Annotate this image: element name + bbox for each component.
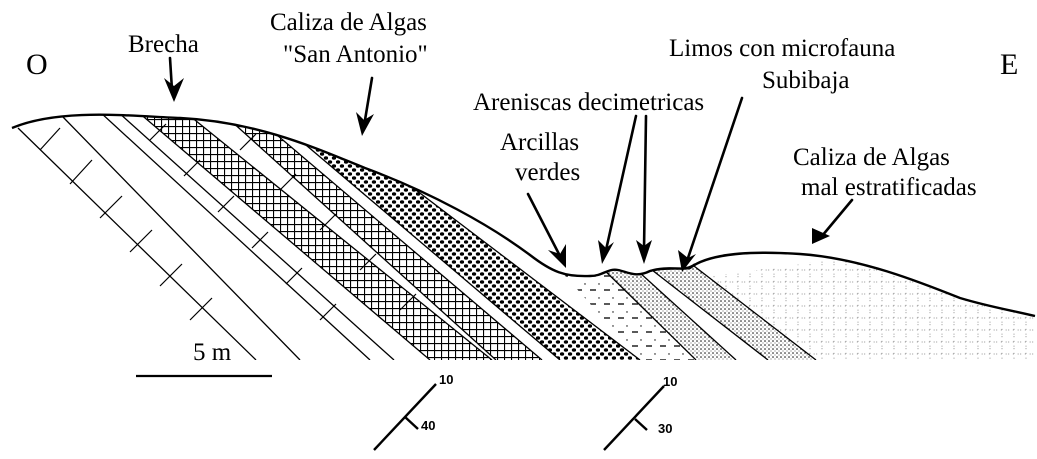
scale-label: 5 m [193, 339, 232, 366]
arrow-heads [164, 78, 830, 272]
label-caliza-mal-line2: mal estratificadas [801, 174, 977, 201]
ground-surface [11, 113, 1036, 318]
dip-1-dip: 40 [421, 418, 435, 433]
arrow-san-antonio [363, 76, 374, 122]
arrowhead-areniscas-1 [598, 240, 614, 264]
sandstone-layer-east [652, 266, 816, 360]
arrow-limos [686, 96, 744, 260]
label-limos-line2: Subibaja [762, 67, 850, 94]
caliza-san-antonio-layer [300, 140, 640, 360]
dip-1-strike: 10 [439, 372, 453, 387]
arrowhead-limos [678, 250, 696, 272]
arrowhead-san-antonio [356, 112, 374, 136]
brecha-layer-2 [230, 120, 542, 360]
arrowhead-caliza-mal [812, 228, 830, 244]
dip-2-dip: 30 [658, 421, 672, 436]
dip-2-strike: 10 [663, 374, 677, 389]
label-caliza-san-antonio-line2: "San Antonio" [283, 41, 428, 68]
bedding-planes [17, 114, 817, 360]
dip-symbol-1: 10 40 [373, 372, 453, 451]
arrowhead-areniscas-2 [636, 240, 652, 264]
west-label: O [26, 48, 48, 81]
limestone-ticks [39, 123, 417, 321]
label-areniscas: Areniscas decimetricas [473, 89, 704, 116]
label-brecha: Brecha [128, 31, 199, 58]
east-label: E [1000, 48, 1018, 81]
arrowhead-brecha [164, 78, 184, 102]
brecha-layer-1 [138, 114, 492, 360]
label-arcillas-line2: verdes [515, 159, 580, 186]
arrow-areniscas-1 [604, 114, 638, 252]
label-caliza-mal-line1: Caliza de Algas [793, 144, 950, 171]
arrow-areniscas-2 [642, 114, 648, 252]
dip-symbol-2: 10 30 [603, 374, 677, 451]
label-arcillas-line1: Arcillas [500, 129, 579, 156]
label-caliza-san-antonio-line1: Caliza de Algas [270, 9, 427, 36]
sandstone-layer-west [596, 262, 736, 360]
label-limos-line1: Limos con microfauna [669, 35, 895, 62]
arrow-caliza-mal [820, 198, 854, 238]
arrowhead-arcillas [548, 244, 566, 268]
arrow-arcillas [526, 192, 562, 258]
leader-arrows [168, 56, 854, 260]
arcillas-verdes-layer [560, 262, 696, 360]
east-surface-lip [649, 263, 696, 272]
